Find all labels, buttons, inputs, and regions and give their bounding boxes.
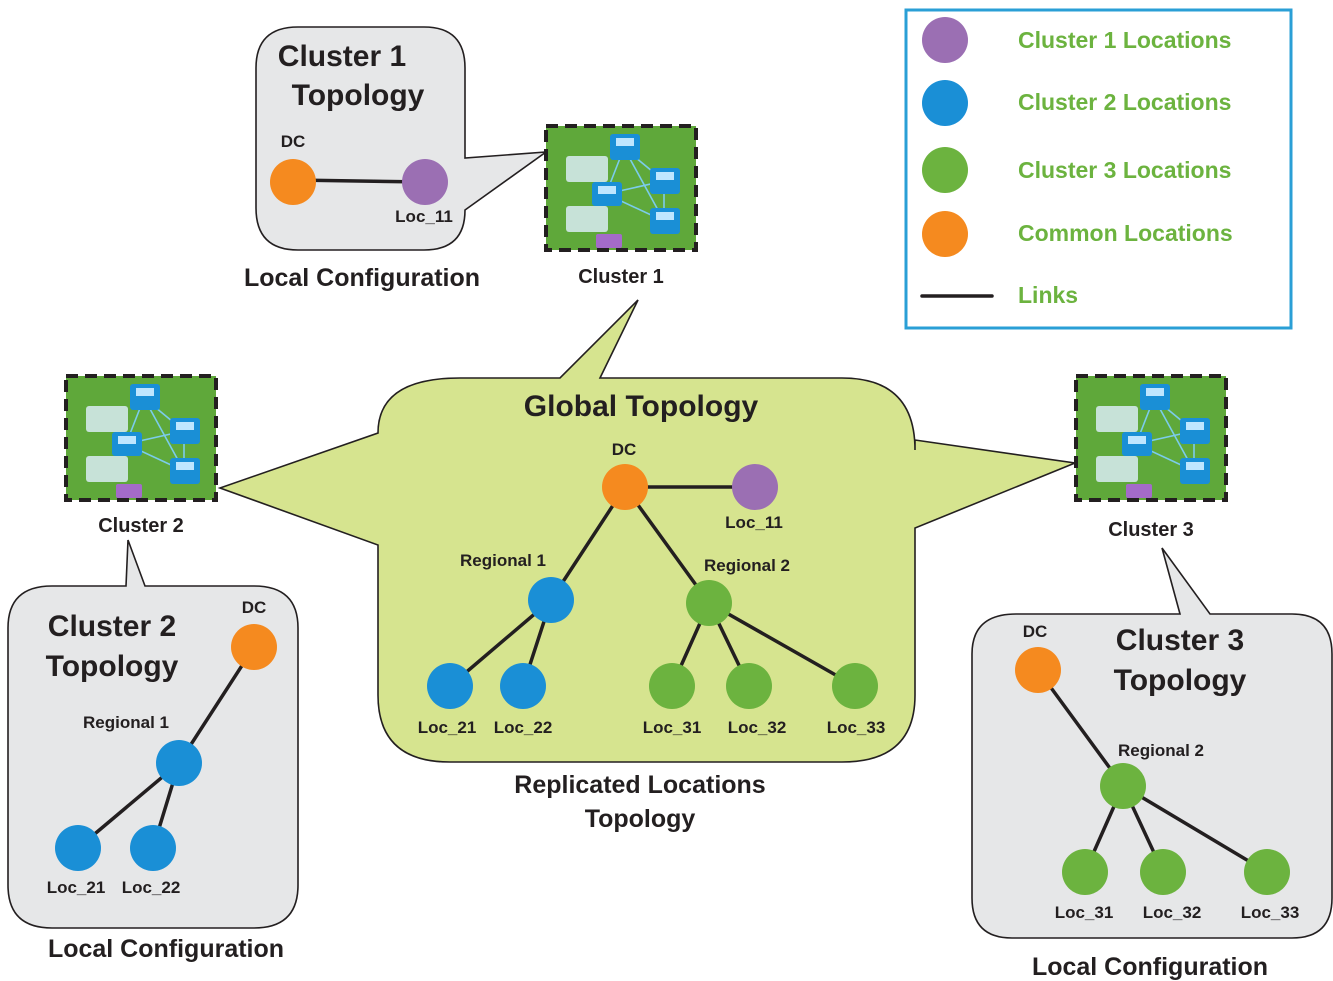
legend-dot-cluster2 <box>922 80 968 126</box>
global-topology-bubble <box>217 299 1079 763</box>
g-link-regional2-loc33 <box>707 601 857 688</box>
c2-label-regional1: Regional 1 <box>83 713 169 732</box>
global-caption-line2: Topology <box>585 805 696 833</box>
cluster3-label: Cluster 3 <box>1108 519 1194 541</box>
c3-label-loc31: Loc_31 <box>1055 903 1114 922</box>
global-topology-title: Global Topology <box>524 390 759 423</box>
c1-label-loc11: Loc_11 <box>395 207 453 226</box>
cluster1-topology-bubble <box>255 26 549 251</box>
g-label-loc11: Loc_11 <box>725 513 783 532</box>
legend-label-cluster3: Cluster 3 Locations <box>1018 157 1231 183</box>
c3-link-dc-regional2 <box>1036 668 1125 788</box>
legend: Cluster 1 Locations Cluster 2 Locations … <box>904 8 1293 330</box>
c3-label-dc: DC <box>1023 622 1048 641</box>
g-label-loc21: Loc_21 <box>418 718 477 737</box>
legend-dot-cluster1 <box>922 17 968 63</box>
g-label-loc22: Loc_22 <box>494 718 553 737</box>
cluster2-local-config-caption: Local Configuration <box>48 935 284 963</box>
legend-label-common: Common Locations <box>1018 220 1233 246</box>
c1-node-loc11 <box>402 159 448 205</box>
legend-dot-common <box>922 211 968 257</box>
c2-label-dc: DC <box>242 598 267 617</box>
g-label-loc31: Loc_31 <box>643 718 702 737</box>
legend-label-cluster2: Cluster 2 Locations <box>1018 89 1231 115</box>
cluster3-topology-bubble <box>971 547 1333 939</box>
c3-label-loc32: Loc_32 <box>1143 903 1202 922</box>
network-cluster-icon <box>1074 374 1228 502</box>
cluster2-label: Cluster 2 <box>98 515 184 537</box>
global-topology-callout: Global Topology DC Loc_11 Regional 1 Reg… <box>217 299 1079 833</box>
c3-link-regional2-loc33 <box>1121 784 1269 874</box>
c3-node-regional2 <box>1100 763 1146 809</box>
c3-node-loc31 <box>1062 849 1108 895</box>
g-node-loc11 <box>732 464 778 510</box>
cluster2-topology-callout: Cluster 2 Topology DC Regional 1 Loc_21 … <box>7 539 299 963</box>
g-node-loc32 <box>726 663 772 709</box>
legend-dot-cluster3 <box>922 147 968 193</box>
c3-node-dc <box>1015 647 1061 693</box>
g-label-loc32: Loc_32 <box>728 718 787 737</box>
g-label-regional1: Regional 1 <box>460 551 546 570</box>
c2-node-loc21 <box>55 825 101 871</box>
global-caption-line1: Replicated Locations <box>514 771 765 799</box>
cluster2-box: Cluster 2 <box>64 374 218 537</box>
cluster2-topology-subtitle: Topology <box>46 650 179 683</box>
cluster1-label: Cluster 1 <box>578 266 664 288</box>
cluster3-local-config-caption: Local Configuration <box>1032 953 1268 981</box>
c2-node-dc <box>231 624 277 670</box>
c1-label-dc: DC <box>281 132 306 151</box>
cluster1-topology-subtitle: Topology <box>292 79 425 112</box>
c3-node-loc32 <box>1140 849 1186 895</box>
c2-link-dc-regional1 <box>177 645 256 765</box>
g-label-loc33: Loc_33 <box>827 718 886 737</box>
legend-label-cluster1: Cluster 1 Locations <box>1018 27 1231 53</box>
network-cluster-icon <box>544 124 698 252</box>
c1-node-dc <box>270 159 316 205</box>
g-node-loc22 <box>500 663 546 709</box>
g-node-regional1 <box>528 577 574 623</box>
cluster3-box: Cluster 3 <box>1074 374 1228 541</box>
cluster1-box: Cluster 1 <box>544 124 698 288</box>
c2-node-loc22 <box>130 825 176 871</box>
g-node-loc33 <box>832 663 878 709</box>
c2-label-loc22: Loc_22 <box>122 878 181 897</box>
cluster2-topology-title: Cluster 2 <box>48 610 176 643</box>
g-node-regional2 <box>686 580 732 626</box>
c3-label-loc33: Loc_33 <box>1241 903 1300 922</box>
cluster3-topology-callout: Cluster 3 Topology DC Regional 2 Loc_31 … <box>971 547 1333 981</box>
c3-label-regional2: Regional 2 <box>1118 741 1204 760</box>
c2-label-loc21: Loc_21 <box>47 878 106 897</box>
g-node-loc31 <box>649 663 695 709</box>
cluster1-local-config-caption: Local Configuration <box>244 264 480 292</box>
g-link-dc-regional2 <box>623 485 711 605</box>
cluster3-topology-title: Cluster 3 <box>1116 624 1244 657</box>
cluster1-topology-title: Cluster 1 <box>278 40 406 73</box>
network-cluster-icon <box>64 374 218 502</box>
cluster3-topology-subtitle: Topology <box>1114 664 1247 697</box>
c2-node-regional1 <box>156 740 202 786</box>
g-node-dc <box>602 464 648 510</box>
g-node-loc21 <box>427 663 473 709</box>
cluster1-topology-callout: Cluster 1 Topology DC Loc_11 Local Confi… <box>244 26 549 292</box>
legend-box <box>904 8 1293 330</box>
g-label-dc: DC <box>612 440 637 459</box>
c3-node-loc33 <box>1244 849 1290 895</box>
legend-label-links: Links <box>1018 282 1078 308</box>
g-label-regional2: Regional 2 <box>704 556 790 575</box>
